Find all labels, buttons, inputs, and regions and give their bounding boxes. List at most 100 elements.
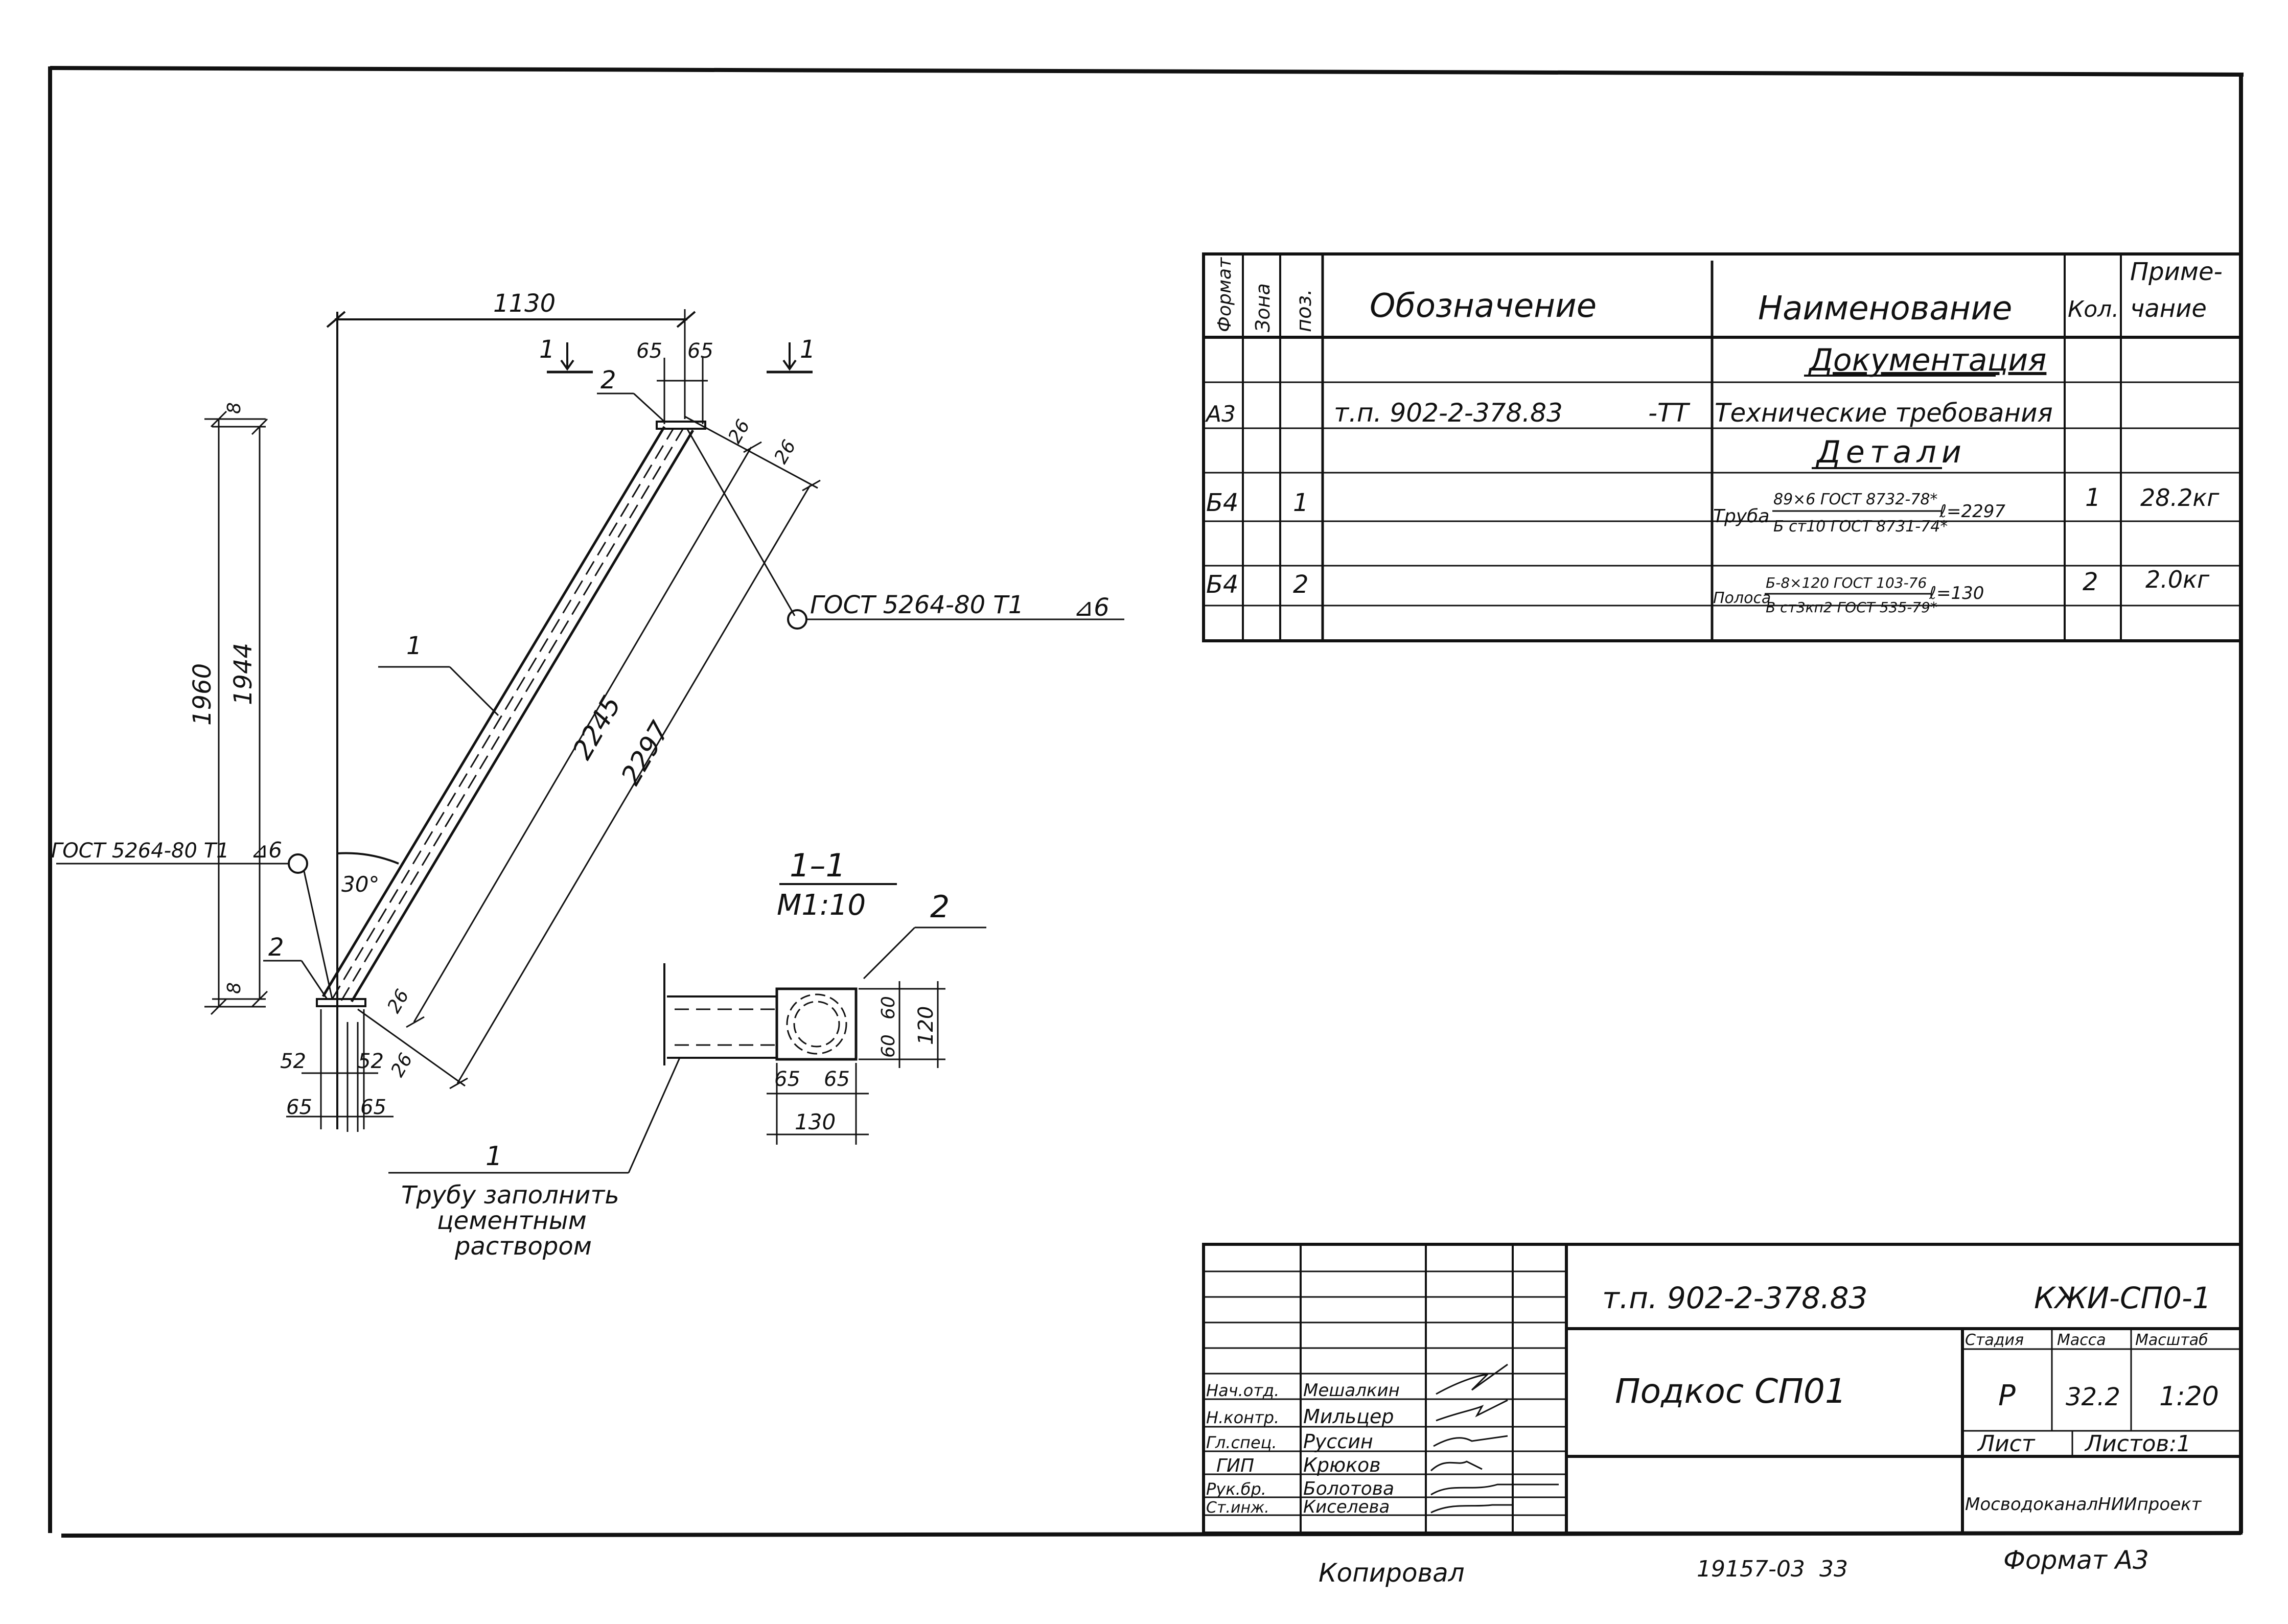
role-4: Рук.бр. xyxy=(1206,1479,1266,1499)
row-docs-format: А3 xyxy=(1205,401,1236,427)
section-mark-right: 1 xyxy=(800,335,816,364)
section-pos-2: 2 xyxy=(930,889,950,925)
section-dim-65-right: 65 xyxy=(824,1068,850,1091)
note-line-3: раствором xyxy=(454,1232,592,1261)
role-2: Гл.спец. xyxy=(1206,1433,1277,1452)
row2-length: ℓ=130 xyxy=(1929,583,1984,604)
section-title: 1–1 xyxy=(790,847,846,884)
dim-1130: 1130 xyxy=(493,289,556,318)
role-5: Ст.инж. xyxy=(1206,1499,1269,1517)
tb-org: МосводоканалНИИпроект xyxy=(1965,1494,2202,1515)
tb-sheet: Лист xyxy=(1977,1431,2036,1457)
footer-copied: Копировал xyxy=(1319,1558,1465,1588)
section-mark-left: 1 xyxy=(539,335,555,364)
role-name-1: Мильцер xyxy=(1303,1405,1394,1428)
row1-name-prefix: Труба xyxy=(1713,506,1769,527)
role-name-2: Руссин xyxy=(1303,1430,1373,1453)
row-docs-name: Технические требования xyxy=(1715,398,2053,428)
note-line-2: цементным xyxy=(437,1207,587,1235)
dim-65-bottom-right: 65 xyxy=(360,1096,386,1119)
row1-pos: 1 xyxy=(1293,489,1309,517)
section-dim-65-left: 65 xyxy=(774,1068,800,1091)
pos-2-top: 2 xyxy=(600,366,616,395)
header-note-line1: Приме- xyxy=(2130,258,2223,286)
dim-1944: 1944 xyxy=(229,643,258,705)
dim-2297: 2297 xyxy=(615,716,676,791)
specification-table: Формат Зона поз. Обозначение Наименовани… xyxy=(1202,252,2243,642)
header-note-line2: чание xyxy=(2130,294,2207,323)
footer-number: 19157-03 xyxy=(1697,1556,1805,1582)
dim-26-bottom-a: 26 xyxy=(383,986,413,1016)
row1-name-top: 89×6 ГОСТ 8732-78* xyxy=(1773,491,1937,508)
row1-name-bottom: Б ст10 ГОСТ 8731-74* xyxy=(1773,518,1948,536)
tb-sheet-code: КЖИ-СП0-1 xyxy=(2034,1281,2211,1315)
section-pos-1: 1 xyxy=(486,1141,502,1172)
row1-format: Б4 xyxy=(1206,489,1238,517)
header-pos: поз. xyxy=(1292,289,1316,332)
tb-col-stage: Стадия xyxy=(1965,1331,2024,1349)
tb-title: Подкос СП01 xyxy=(1615,1372,1846,1411)
row2-qty: 2 xyxy=(2083,568,2098,596)
dim-8-bottom: 8 xyxy=(224,982,245,994)
footer: Копировал 19157-03 33 Формат А3 xyxy=(1319,1545,2149,1588)
row2-note: 2.0кг xyxy=(2145,566,2210,593)
dim-26-top-a: 26 xyxy=(724,416,754,447)
role-name-4: Болотова xyxy=(1303,1478,1394,1499)
tb-stage: Р xyxy=(1998,1379,2016,1412)
row2-format: Б4 xyxy=(1206,570,1238,599)
footer-page: 33 xyxy=(1819,1556,1848,1582)
row1-qty: 1 xyxy=(2085,483,2101,512)
angle-30: 30° xyxy=(341,872,379,897)
sheet-frame xyxy=(48,66,2244,1538)
dim-65-top-right: 65 xyxy=(687,339,713,363)
pos-1-pipe: 1 xyxy=(406,632,422,660)
role-0: Нач.отд. xyxy=(1206,1381,1279,1400)
row1-note: 28.2кг xyxy=(2140,484,2220,512)
role-3: ГИП xyxy=(1216,1455,1254,1476)
dim-8-top: 8 xyxy=(224,402,245,414)
dim-52-right: 52 xyxy=(358,1050,384,1073)
tb-col-mass: Масса xyxy=(2057,1331,2106,1349)
dim-65-bottom-left: 65 xyxy=(286,1096,312,1119)
role-name-5: Киселева xyxy=(1303,1497,1390,1517)
row2-name-top: Б-8×120 ГОСТ 103-76 xyxy=(1766,574,1927,591)
dim-26-bottom-b: 26 xyxy=(387,1050,417,1080)
row2-pos: 2 xyxy=(1293,570,1309,599)
footer-format: Формат А3 xyxy=(2003,1545,2149,1575)
tb-doc-code: т.п. 902-2-378.83 xyxy=(1602,1281,1867,1315)
pos-2-bottom: 2 xyxy=(268,933,284,962)
section-dim-120: 120 xyxy=(914,1006,938,1045)
section-dim-60-bottom: 60 xyxy=(878,1034,899,1058)
row-docs-designation: т.п. 902-2-378.83 xyxy=(1334,398,1563,428)
row-docs-designation-suffix: -ТТ xyxy=(1648,398,1691,428)
dim-52-left: 52 xyxy=(280,1050,306,1073)
row2-name-bottom: В ст3кп2 ГОСТ 535-79* xyxy=(1766,599,1937,616)
weld-callout-right: ГОСТ 5264-80 Т1 ⊿6 xyxy=(686,429,1124,630)
header-zone: Зона xyxy=(1252,283,1274,332)
main-view: 1130 65 65 1 1 2 2 1 xyxy=(51,289,1124,1132)
note-line-1: Трубу заполнить xyxy=(401,1181,619,1210)
section-details: Детали xyxy=(1815,434,1967,470)
header-name: Наименование xyxy=(1758,290,2012,328)
header-designation: Обозначение xyxy=(1370,287,1597,325)
row2-name-prefix: Полоса xyxy=(1713,589,1771,607)
tb-mass: 32.2 xyxy=(2066,1383,2120,1411)
section-view-1-1: 1–1 М1:10 2 1 60 60 120 65 65 xyxy=(388,847,986,1174)
section-documentation: Документация xyxy=(1808,342,2046,378)
dim-1960: 1960 xyxy=(188,663,217,726)
role-name-3: Крюков xyxy=(1303,1454,1381,1476)
weld-size-left: ⊿6 xyxy=(250,838,282,863)
title-block: т.п. 902-2-378.83 КЖИ-СП0-1 Подкос СП01 … xyxy=(1202,1243,2243,1535)
header-format: Формат xyxy=(1214,257,1235,332)
note-fill-pipe: Трубу заполнить цементным раствором xyxy=(401,1181,619,1261)
header-qty: Кол. xyxy=(2068,296,2119,322)
section-dim-130: 130 xyxy=(795,1109,836,1134)
tb-col-scale: Масштаб xyxy=(2135,1331,2208,1349)
signatures xyxy=(1430,1363,1559,1514)
weld-callout-left: ГОСТ 5264-80 Т1 ⊿6 xyxy=(51,838,333,1000)
weld-label-left: ГОСТ 5264-80 Т1 xyxy=(51,839,229,863)
role-name-0: Мешалкин xyxy=(1303,1380,1400,1401)
tb-sheets: Листов:1 xyxy=(2084,1431,2191,1457)
row1-length: ℓ=2297 xyxy=(1939,501,2005,522)
